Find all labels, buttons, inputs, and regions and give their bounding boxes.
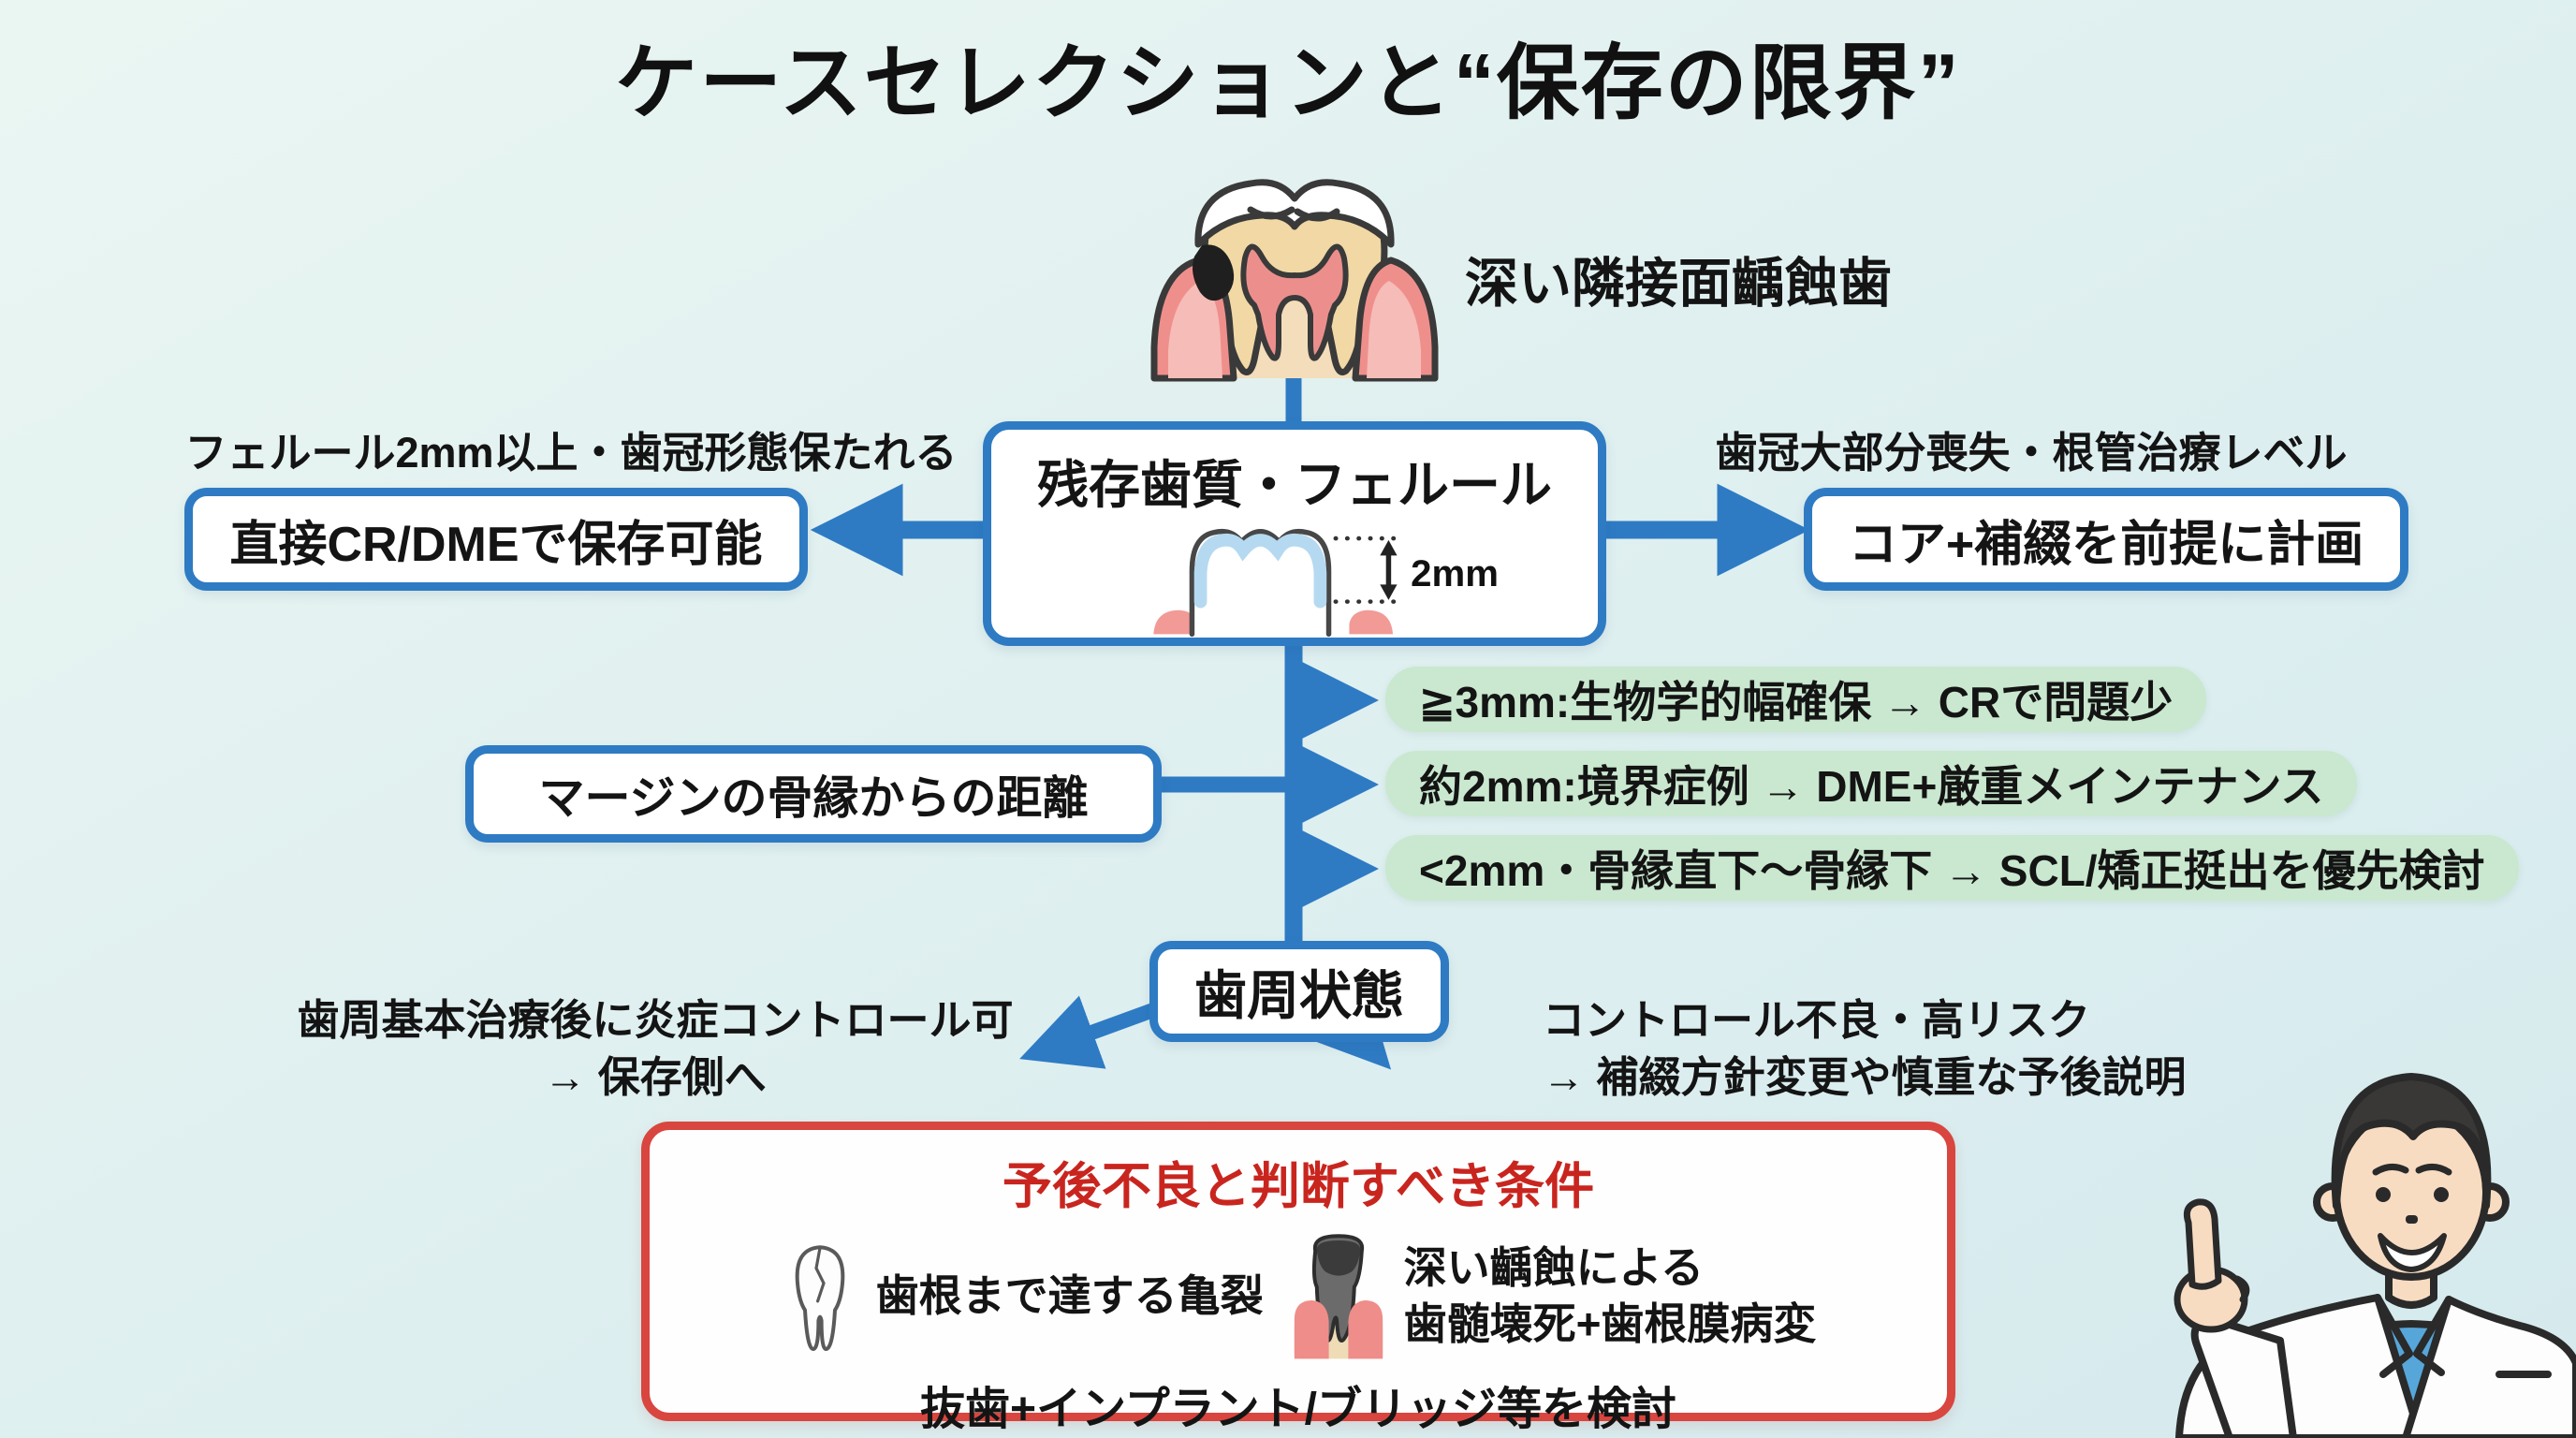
cracked-tooth-icon bbox=[795, 1245, 844, 1351]
margin-rule-2: 約2mm:境界症例 → DME+厳重メインテナンス bbox=[1385, 751, 2358, 816]
condition-necrosis: 深い齲蝕による 歯髄壊死+歯根膜病変 bbox=[1290, 1231, 1817, 1362]
margin-node: マージンの骨縁からの距離 bbox=[465, 745, 1162, 843]
margin-rule-1-text: ≧3mm:生物学的幅確保 → CRで問題少 bbox=[1419, 678, 2174, 726]
condition-necrosis-label: 深い齲蝕による 歯髄壊死+歯根膜病変 bbox=[1404, 1240, 1817, 1353]
margin-rule-3-text: <2mm・骨縁直下〜骨縁下 → SCL/矯正挺出を優先検討 bbox=[1419, 846, 2485, 895]
condition-necrosis-line2: 歯髄壊死+歯根膜病変 bbox=[1403, 1299, 1817, 1348]
carious-tooth-illustration-icon bbox=[1150, 179, 1439, 382]
right-action-label: コア+補綴を前提に計画 bbox=[1848, 517, 2364, 572]
ferrule-node: 残存歯質・フェルール 2mm bbox=[983, 421, 1606, 646]
necrotic-tooth-icon bbox=[1294, 1234, 1383, 1359]
poor-prognosis-conditions: 歯根まで達する亀裂 深い齲蝕による 歯髄壊死+歯根膜病変 bbox=[781, 1231, 1817, 1362]
margin-rule-2-text: 約2mm:境界症例 → DME+厳重メインテナンス bbox=[1419, 762, 2324, 811]
margin-rule-3: <2mm・骨縁直下〜骨縁下 → SCL/矯正挺出を優先検討 bbox=[1385, 835, 2519, 901]
ferrule-tooth-icon: 2mm bbox=[1153, 528, 1499, 638]
right-action-box: コア+補綴を前提に計画 bbox=[1804, 488, 2408, 591]
poor-prognosis-footer: 抜歯+インプラント/ブリッジ等を検討 bbox=[920, 1385, 1676, 1434]
page-title: ケースセレクションと“保存の限界” bbox=[615, 37, 1961, 129]
right-branch-note: 歯冠大部分喪失・根管治療レベル bbox=[1715, 429, 2348, 477]
margin-rule-1: ≧3mm:生物学的幅確保 → CRで問題少 bbox=[1385, 667, 2207, 732]
perio-favorable-outcome: 歯周基本治療後に炎症コントロール可 → 保存側へ bbox=[234, 992, 1076, 1107]
perio-unfavorable-line2: → 補綴方針変更や慎重な予後説明 bbox=[1543, 1052, 2187, 1101]
left-branch-note: フェルール2mm以上・歯冠形態保たれる bbox=[184, 429, 958, 477]
perio-arrow-left bbox=[1019, 995, 1164, 1069]
margin-node-label: マージンの骨縁からの距離 bbox=[538, 772, 1089, 824]
perio-favorable-line1: 歯周基本治療後に炎症コントロール可 bbox=[297, 996, 1014, 1044]
perio-node: 歯周状態 bbox=[1149, 941, 1449, 1042]
perio-favorable-line2: → 保存側へ bbox=[544, 1052, 767, 1101]
ferrule-measure-label: 2mm bbox=[1411, 552, 1499, 594]
perio-node-label: 歯周状態 bbox=[1194, 965, 1404, 1025]
left-action-box: 直接CR/DMEで保存可能 bbox=[184, 488, 808, 591]
left-action-label: 直接CR/DMEで保存可能 bbox=[229, 517, 763, 572]
carious-tooth-label: 深い隣接面齲蝕歯 bbox=[1465, 254, 1892, 314]
condition-necrosis-line1: 深い齲蝕による bbox=[1403, 1243, 1705, 1293]
condition-crack: 歯根まで達する亀裂 bbox=[781, 1237, 1264, 1357]
doctor-illustration bbox=[2174, 1073, 2576, 1438]
perio-unfavorable-line1: コントロール不良・高リスク bbox=[1543, 996, 2091, 1044]
perio-unfavorable-outcome: コントロール不良・高リスク → 補綴方針変更や慎重な予後説明 bbox=[1543, 992, 2254, 1107]
condition-crack-label: 歯根まで達する亀裂 bbox=[875, 1271, 1264, 1321]
poor-prognosis-title: 予後不良と判断すべき条件 bbox=[1002, 1159, 1595, 1214]
ferrule-node-title: 残存歯質・フェルール bbox=[1036, 456, 1552, 514]
poor-prognosis-box: 予後不良と判断すべき条件 歯根まで達する亀裂 深い齲蝕による 歯髄壊死+歯根膜病… bbox=[641, 1122, 1955, 1434]
